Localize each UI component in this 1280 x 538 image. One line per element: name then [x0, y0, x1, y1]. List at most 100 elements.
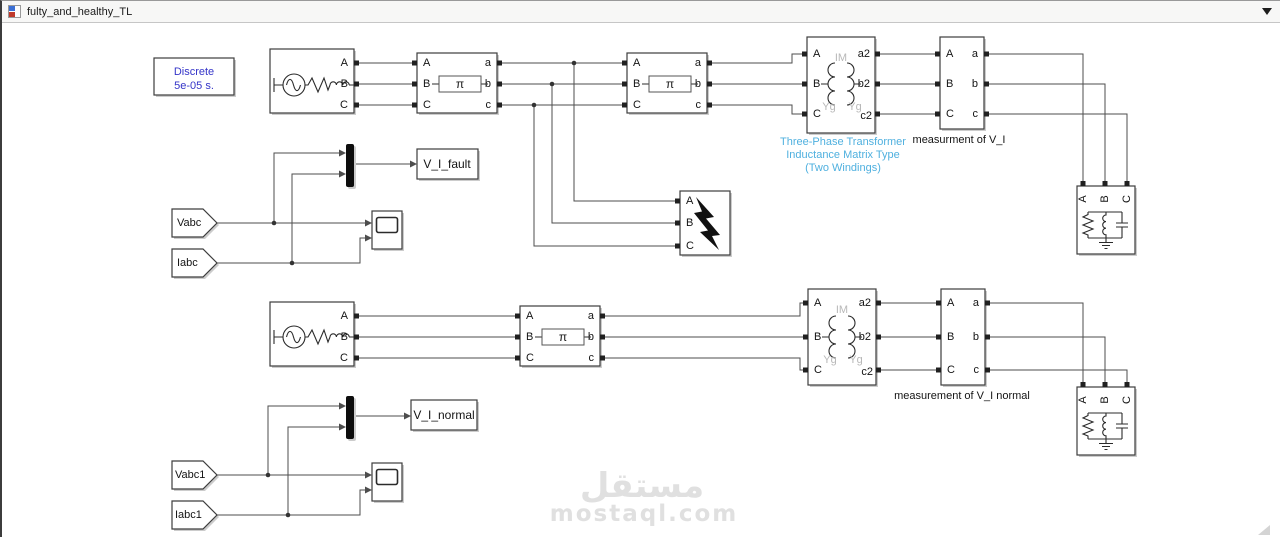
port[interactable]: [936, 334, 941, 340]
wire-iabc-to-scope1[interactable]: [217, 237, 365, 264]
port[interactable]: [936, 367, 941, 373]
measurement2-block[interactable]: A B C a b c: [936, 288, 990, 387]
three-phase-wires-bottom[interactable]: [354, 302, 1128, 382]
port[interactable]: [936, 300, 941, 306]
pi-section-line2-block[interactable]: π A B C a b c: [622, 52, 712, 115]
port[interactable]: [354, 81, 359, 87]
wires-pi1-to-pi2[interactable]: [497, 62, 627, 106]
port[interactable]: [497, 60, 502, 66]
window-menu-caret-icon[interactable]: [1262, 8, 1272, 15]
port[interactable]: [1102, 181, 1108, 186]
port[interactable]: [985, 334, 990, 340]
scope2-block[interactable]: [371, 462, 404, 503]
rlc-load1-block[interactable]: A B C: [1076, 181, 1137, 256]
signal-wires[interactable]: [217, 152, 410, 516]
wire-vabc-to-mux1[interactable]: [273, 152, 340, 223]
port[interactable]: [675, 220, 680, 226]
three-phase-fault-block[interactable]: A B C: [675, 190, 732, 257]
port[interactable]: [1080, 181, 1086, 186]
wire-vabc1-to-mux2[interactable]: [267, 405, 340, 475]
wires-transformer1-to-meas1[interactable]: [875, 53, 940, 115]
port[interactable]: [497, 102, 502, 108]
port[interactable]: [876, 300, 881, 306]
port[interactable]: [412, 81, 417, 87]
port[interactable]: [935, 111, 940, 117]
from-tag-iabc[interactable]: Iabc: [171, 248, 219, 279]
discrete-solver-block[interactable]: Discrete 5e-05 s.: [153, 57, 236, 97]
port[interactable]: [600, 313, 605, 319]
port[interactable]: [412, 60, 417, 66]
from-tag-vabc1[interactable]: Vabc1: [171, 460, 219, 491]
three-phase-wires-top[interactable]: [354, 53, 1128, 247]
port[interactable]: [802, 81, 807, 87]
port[interactable]: [412, 102, 417, 108]
wires-transformer2-to-meas2[interactable]: [876, 302, 941, 371]
port[interactable]: [984, 111, 989, 117]
port[interactable]: [354, 313, 359, 319]
port[interactable]: [803, 334, 808, 340]
mux2-block[interactable]: [346, 396, 356, 441]
model-canvas[interactable]: Discrete 5e-05 s. A B C π A B C a: [2, 23, 1280, 538]
port[interactable]: [876, 334, 881, 340]
port[interactable]: [875, 51, 880, 57]
pi-section-line3-block[interactable]: π A B C a b c: [515, 305, 605, 368]
port[interactable]: [515, 334, 520, 340]
port[interactable]: [707, 102, 712, 108]
port[interactable]: [354, 102, 359, 108]
wires-source1-to-pi1[interactable]: [354, 62, 417, 106]
transformer1-block[interactable]: IM Yg Yg A B C a2 b2 c2: [802, 36, 880, 135]
port[interactable]: [984, 81, 989, 87]
port[interactable]: [985, 367, 990, 373]
goto-fault-block[interactable]: V_I_fault: [416, 148, 480, 181]
goto-normal-block[interactable]: V_I_normal: [410, 399, 479, 432]
port[interactable]: [622, 60, 627, 66]
port[interactable]: [876, 367, 881, 373]
wires-pi2-to-transformer1[interactable]: [707, 53, 807, 115]
pi-section-line1-block[interactable]: π A B C a b c: [412, 52, 502, 115]
port[interactable]: [935, 81, 940, 87]
wire-iabc-to-mux1[interactable]: [291, 173, 340, 263]
port[interactable]: [675, 198, 680, 204]
port[interactable]: [622, 102, 627, 108]
port[interactable]: [803, 300, 808, 306]
mux1-block[interactable]: [346, 144, 356, 189]
port[interactable]: [600, 334, 605, 340]
wires-source2-to-pi3[interactable]: [354, 315, 520, 359]
rlc-load2-block[interactable]: A B C: [1076, 382, 1137, 457]
port[interactable]: [675, 243, 680, 249]
port[interactable]: [875, 81, 880, 87]
port[interactable]: [935, 51, 940, 57]
port[interactable]: [802, 111, 807, 117]
port[interactable]: [875, 111, 880, 117]
port[interactable]: [985, 300, 990, 306]
port[interactable]: [354, 355, 359, 361]
port[interactable]: [515, 355, 520, 361]
wires-branch-to-fault[interactable]: [533, 63, 680, 247]
from-tag-vabc[interactable]: Vabc: [171, 208, 219, 239]
wire-iabc1-to-scope2[interactable]: [217, 489, 365, 516]
port[interactable]: [1080, 382, 1086, 387]
port[interactable]: [497, 81, 502, 87]
scope1-block[interactable]: [371, 210, 404, 251]
port[interactable]: [354, 60, 359, 66]
port[interactable]: [707, 60, 712, 66]
wires-meas2-to-load2[interactable]: [985, 302, 1128, 382]
port[interactable]: [803, 367, 808, 373]
wires-meas1-to-load1[interactable]: [984, 53, 1128, 181]
port[interactable]: [1124, 181, 1130, 186]
wires-pi3-to-transformer2[interactable]: [600, 302, 808, 371]
wire-iabc1-to-mux2[interactable]: [287, 426, 340, 515]
port[interactable]: [515, 313, 520, 319]
port[interactable]: [622, 81, 627, 87]
port[interactable]: [802, 51, 807, 57]
port[interactable]: [354, 334, 359, 340]
port[interactable]: [1124, 382, 1130, 387]
transformer2-block[interactable]: IM Yg Yg A B C a2 b2 c2: [803, 288, 881, 387]
port[interactable]: [600, 355, 605, 361]
port[interactable]: [707, 81, 712, 87]
measurement1-block[interactable]: A B C a b c: [935, 36, 989, 131]
from-tag-iabc1[interactable]: Iabc1: [171, 500, 219, 531]
port[interactable]: [1102, 382, 1108, 387]
port[interactable]: [984, 51, 989, 57]
three-phase-source1-block[interactable]: A B C: [269, 48, 359, 115]
